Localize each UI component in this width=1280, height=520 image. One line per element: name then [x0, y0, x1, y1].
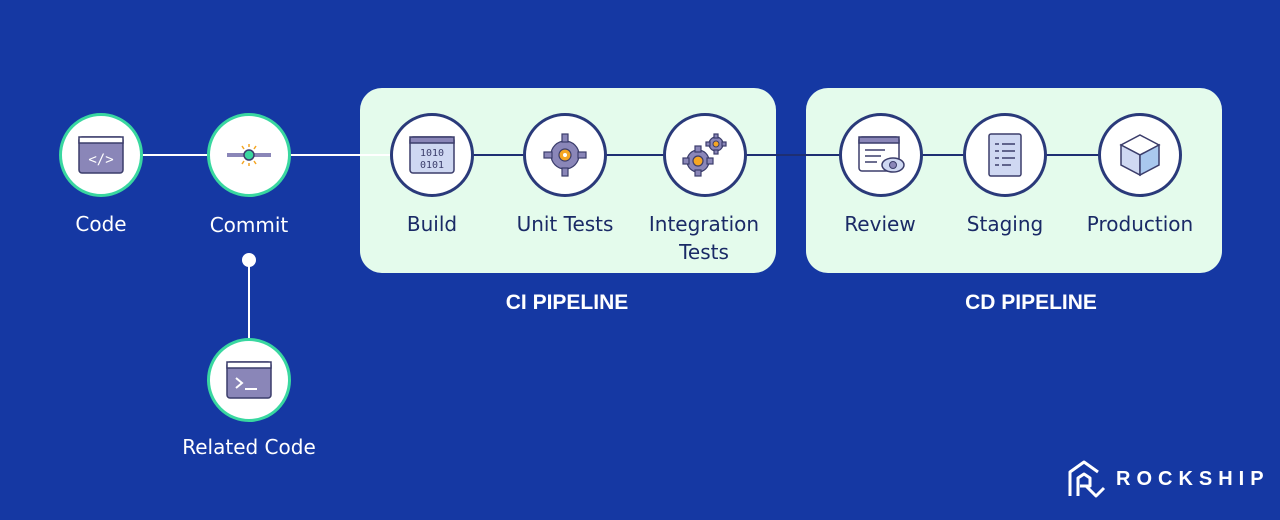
- gears-icon: [682, 133, 727, 177]
- code-window-icon: </>: [78, 136, 124, 174]
- connector-commit-related: [248, 262, 250, 338]
- commit-node: [207, 113, 291, 197]
- ci-pipeline-title: CI PIPELINE: [505, 291, 629, 314]
- gear-icon: [543, 133, 587, 177]
- checklist-document-icon: [988, 133, 1022, 177]
- build-node: 1010 0101: [390, 113, 474, 197]
- unit-tests-label: Unit Tests: [516, 212, 614, 236]
- binary-window-icon: 1010 0101: [409, 136, 455, 174]
- connector-staging-production: [1045, 154, 1100, 156]
- svg-text:1010: 1010: [420, 148, 444, 159]
- brand-name: ROCKSHIP: [1116, 467, 1270, 490]
- connector-commit-build: [288, 154, 392, 156]
- related-code-label: Related Code: [182, 435, 316, 459]
- code-label: Code: [75, 212, 127, 236]
- svg-text:0101: 0101: [420, 160, 444, 171]
- connector-integration-review: [746, 154, 841, 156]
- review-eye-icon: [858, 136, 905, 173]
- connector-review-staging: [921, 154, 965, 156]
- production-label: Production: [1086, 212, 1194, 236]
- connector-build-unit: [472, 154, 526, 156]
- integration-tests-label: Integration Tests: [648, 212, 760, 264]
- production-node: [1098, 113, 1182, 197]
- connector-code-commit: [141, 154, 210, 156]
- review-node: [839, 113, 923, 197]
- integration-tests-node: [663, 113, 747, 197]
- unit-tests-node: [523, 113, 607, 197]
- cube-icon: [1119, 134, 1161, 177]
- build-label: Build: [406, 212, 458, 236]
- related-code-node: [207, 338, 291, 422]
- review-label: Review: [844, 212, 916, 236]
- commit-icon: [227, 144, 271, 166]
- staging-label: Staging: [966, 212, 1044, 236]
- branch-dot: [242, 253, 256, 267]
- staging-node: [963, 113, 1047, 197]
- code-node: </>: [59, 113, 143, 197]
- terminal-window-icon: [226, 361, 272, 399]
- brand: ROCKSHIP: [1066, 458, 1270, 500]
- cd-pipeline-title: CD PIPELINE: [965, 291, 1097, 314]
- rockship-logo-icon: [1068, 460, 1106, 498]
- svg-text:</>: </>: [88, 152, 113, 168]
- connector-unit-integration: [606, 154, 666, 156]
- commit-label: Commit: [209, 213, 289, 237]
